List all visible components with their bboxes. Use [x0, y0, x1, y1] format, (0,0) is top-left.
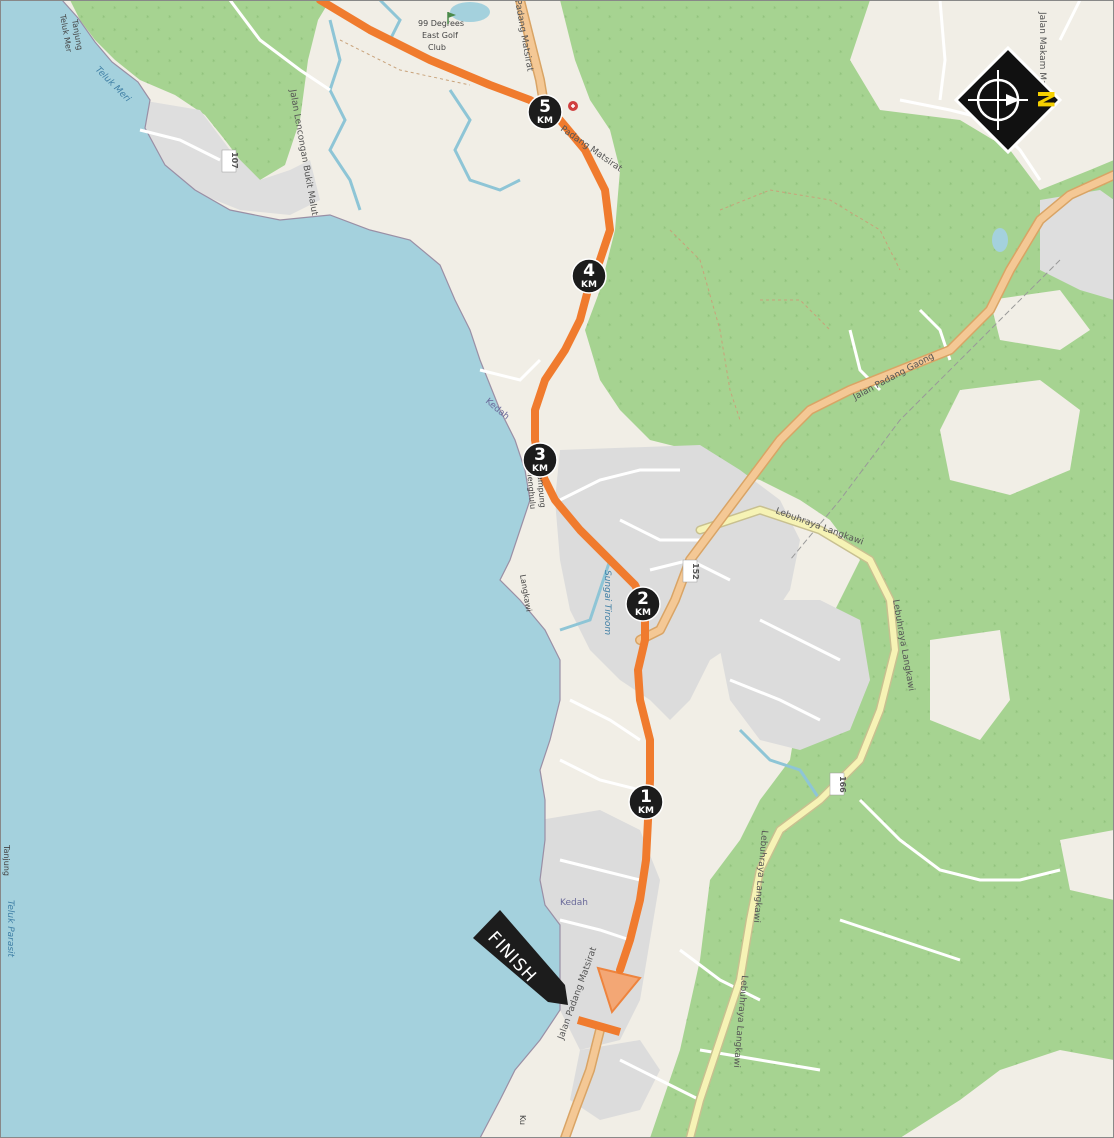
- clearing-east-1: [940, 380, 1080, 495]
- route-number-166: 166: [838, 776, 847, 793]
- urban-northeast: [1040, 190, 1114, 300]
- streams: [328, 0, 822, 801]
- pond-east: [992, 228, 1008, 252]
- golf-icon: [447, 12, 456, 24]
- km-marker-3-number: 3: [534, 445, 546, 465]
- km-marker-5-unit: KM: [537, 116, 553, 126]
- stream-lake-north: [378, 0, 402, 41]
- trails: [339, 39, 901, 421]
- km-marker-4-number: 4: [583, 261, 595, 281]
- km-marker-4-unit: KM: [581, 280, 597, 290]
- stream-north: [328, 19, 362, 211]
- compass-north-letter: N: [1032, 90, 1057, 108]
- km-marker-1-unit: KM: [638, 806, 654, 816]
- water-label-stream: Sungai Tiroom: [602, 570, 612, 635]
- place-label-golf-2: East Golf: [422, 31, 458, 40]
- km-marker-3: 3 KM: [522, 442, 558, 478]
- road-label-jalan-makam-mahsuri: Jalan Makam Mahsuri: [1037, 11, 1047, 108]
- stream-creek: [448, 89, 521, 192]
- clearing-east-2: [930, 630, 1010, 740]
- coast-label-kedah-2: Kedah: [560, 898, 588, 908]
- place-label-ku: Ku: [518, 1115, 527, 1125]
- stream-tiroom: [559, 559, 612, 632]
- sea: [0, 0, 561, 1138]
- place-label-golf-1: 99 Degrees: [418, 19, 464, 28]
- urban-east: [720, 600, 870, 750]
- major-roads: [515, 0, 1114, 1138]
- route-arrowhead: [596, 966, 642, 1015]
- km-marker-2-unit: KM: [635, 608, 651, 618]
- km-marker-4: 4 KM: [571, 258, 607, 294]
- km-marker-5: 5 KM: [527, 94, 563, 130]
- power-line: [789, 259, 1061, 561]
- north-arrow-icon: N: [953, 45, 1063, 155]
- forest-east-pattern: [560, 0, 1114, 1138]
- place-label-tanjung-left: Tanjung: [2, 844, 11, 876]
- km-marker-5-number: 5: [539, 97, 551, 117]
- hospital-icon: [568, 101, 578, 111]
- pond-golf: [450, 2, 490, 22]
- water-label-teluk-parasit: Teluk Parasit: [5, 900, 15, 958]
- km-marker-1: 1 KM: [628, 784, 664, 820]
- km-marker-1-number: 1: [640, 787, 652, 807]
- km-marker-2: 2 KM: [625, 586, 661, 622]
- route-number-152: 152: [691, 563, 700, 580]
- km-marker-3-unit: KM: [532, 464, 548, 474]
- stream-east: [738, 728, 822, 801]
- finish-line: [576, 1016, 622, 1036]
- route-number-badges: 107 152 166: [221, 149, 847, 796]
- route-number-107: 107: [230, 152, 239, 169]
- km-marker-2-number: 2: [637, 589, 649, 609]
- place-label-menghulu: Menghulu: [525, 469, 537, 509]
- place-label-kampung: Kampung: [535, 469, 547, 508]
- place-label-golf-3: Club: [428, 43, 446, 52]
- clearing-east-3: [1060, 830, 1114, 900]
